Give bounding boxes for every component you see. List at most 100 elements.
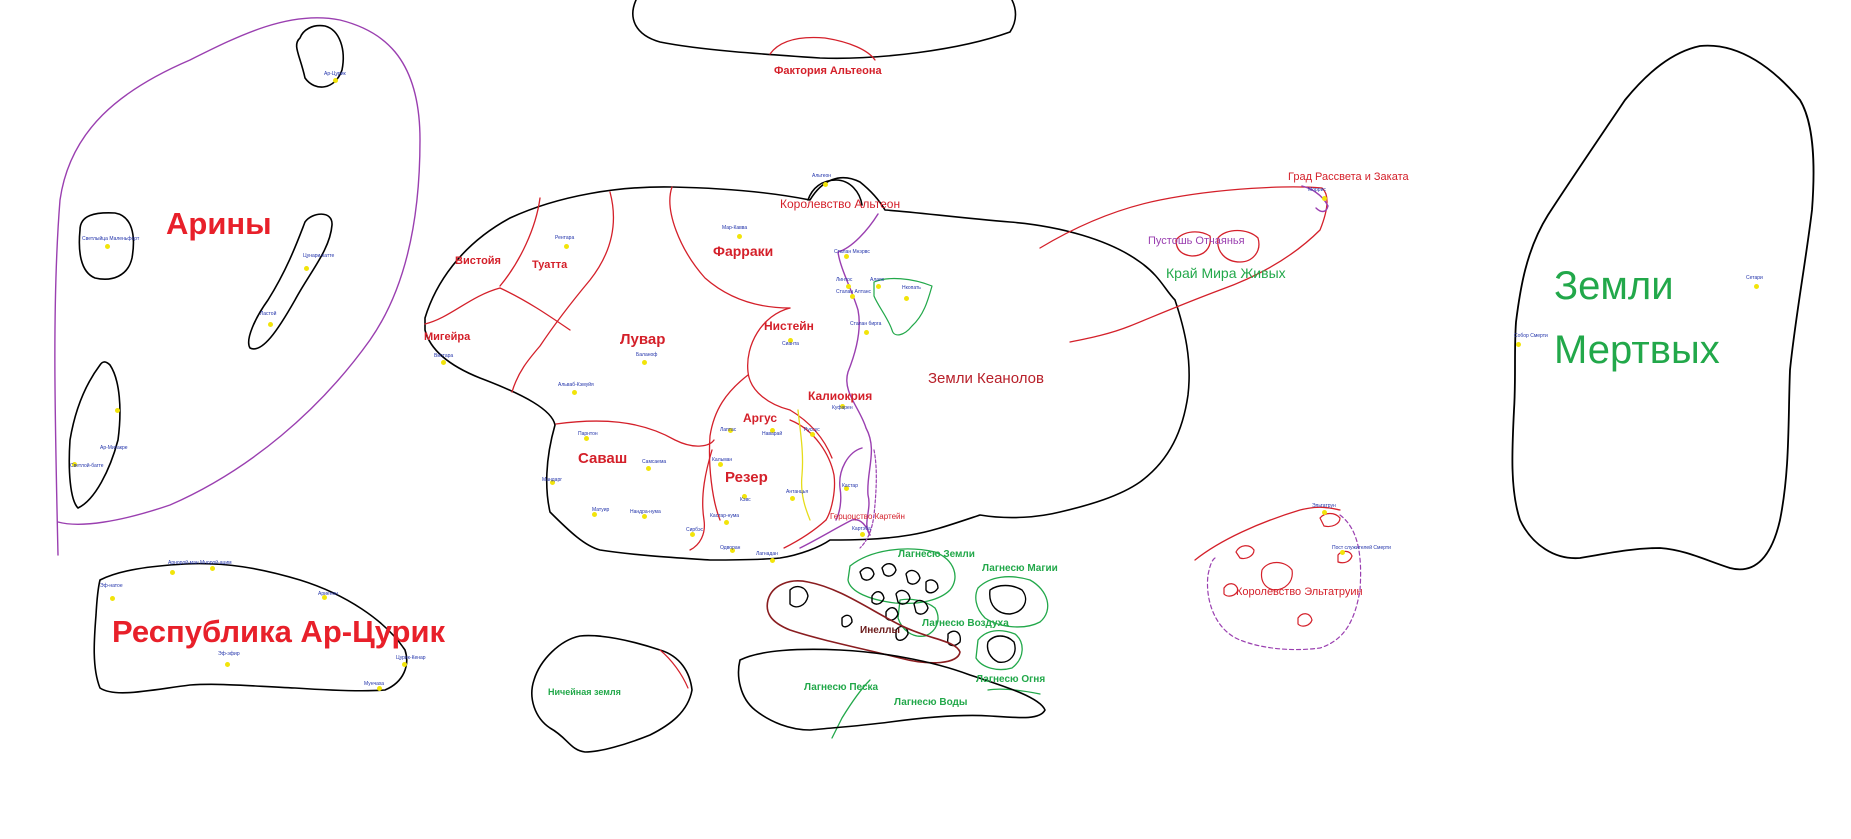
- ariny-island-west: [78, 212, 135, 280]
- label-alteon-kingdom: Королевство Альтеон: [780, 197, 901, 211]
- city-dot: [1516, 342, 1521, 347]
- label-keanoly: Земли Кеанолов: [928, 370, 1044, 387]
- city-dot: [592, 512, 597, 517]
- ariny-island-north: [295, 24, 344, 88]
- city-label: Ар-Митакре: [100, 445, 128, 451]
- inelly-coast: [766, 580, 961, 664]
- city-label: Эф-натое: [100, 583, 123, 589]
- city-dot: [788, 338, 793, 343]
- eltatruin-ring-1: [1235, 545, 1255, 560]
- city-dot: [1754, 284, 1759, 289]
- label-migeyra: Мигейра: [424, 331, 471, 343]
- city-dot: [642, 360, 647, 365]
- city-dot: [268, 322, 273, 327]
- lagnesyu-islet-10: [986, 635, 1016, 663]
- border-argus-kaliokriya: [789, 409, 833, 459]
- city-label: Светлой-багте: [70, 463, 104, 469]
- city-dot: [584, 436, 589, 441]
- city-label: Рентара: [555, 235, 575, 241]
- border-vistoya-migeyra: [424, 287, 501, 325]
- city-label: Кэвс: [740, 497, 751, 503]
- city-dot: [402, 662, 407, 667]
- city-dot: [742, 494, 747, 499]
- city-dot: [333, 78, 338, 83]
- label-ariny: Арины: [166, 206, 272, 241]
- city-label: Антанцья: [786, 489, 809, 495]
- city-dot: [730, 548, 735, 553]
- city-dot: [860, 532, 865, 537]
- city-label: Картэба: [852, 526, 871, 532]
- city-label: Линтос: [836, 277, 853, 283]
- city-label: Сианта: [782, 341, 799, 347]
- label-vistoya: Вистойя: [455, 255, 501, 267]
- city-label: Лагнадан: [756, 551, 778, 557]
- city-label: Цунари-катте: [303, 253, 335, 259]
- label-kaliokriya: Калиокрия: [808, 389, 873, 403]
- city-label: Матуир: [592, 507, 610, 513]
- city-label: Сетари: [1746, 275, 1763, 281]
- city-label: Мунчаха: [364, 681, 385, 687]
- city-dot: [72, 462, 77, 467]
- city-dot: [642, 514, 647, 519]
- city-label: Мнорой-ацим: [200, 560, 232, 566]
- lagnesyu-islet-5: [871, 591, 885, 605]
- city-label: Ар-Цурик: [324, 71, 346, 77]
- purple-frontier: [837, 213, 879, 536]
- city-dot: [850, 294, 855, 299]
- city-label: Ариенон: [318, 591, 338, 597]
- city-label: Лаптас: [720, 427, 737, 433]
- eltatruin-ring-6: [1297, 613, 1313, 627]
- main-continent-coast: [424, 176, 1190, 561]
- city-label: Кальман: [712, 457, 733, 463]
- city-dot: [844, 486, 849, 491]
- city-label: Наварай: [762, 431, 783, 437]
- border-vistoya-tuatta: [499, 197, 541, 287]
- city-label: Руссус: [804, 427, 820, 433]
- city-dot: [718, 462, 723, 467]
- city-dot: [110, 596, 115, 601]
- label-savash: Саваш: [578, 450, 628, 467]
- border-tuatta-luvar: [511, 191, 615, 393]
- eltatruin-ring-2: [1260, 561, 1293, 591]
- city-dot: [210, 566, 215, 571]
- lagnesyu-islet-1: [859, 567, 875, 581]
- lagnesyu-islet-7: [913, 599, 929, 615]
- city-dot: [846, 284, 851, 289]
- city-label: Пост служителей Смерти: [1332, 545, 1391, 551]
- city-label: Алаяс: [870, 277, 885, 283]
- alteon-bump: [807, 179, 863, 206]
- city-dot: [170, 570, 175, 575]
- label-tuatta: Туатта: [532, 259, 568, 271]
- eltatruin-dashed: [1206, 514, 1362, 651]
- lagnesyu-magii-ring: [975, 576, 1049, 628]
- lagnesyu-ognya-ring: [975, 629, 1023, 671]
- label-luvar: Лувар: [620, 331, 666, 348]
- city-dot: [1322, 510, 1327, 515]
- city-label: Моррис: [1308, 187, 1326, 193]
- border-farraki-west: [669, 186, 791, 309]
- city-label: Сирбэс: [686, 527, 704, 533]
- grad-outline: [1301, 185, 1329, 213]
- city-dot: [572, 390, 577, 395]
- label-lagnesyu-vody: Лагнесю Воды: [894, 697, 968, 708]
- pustosh-ring-2: [1217, 229, 1260, 263]
- label-dead-lands-1: Земли: [1554, 264, 1674, 308]
- dead-lands-coast: [1511, 44, 1815, 571]
- city-label: Собор Смерти: [1514, 333, 1548, 339]
- city-label: Нандра-нума: [630, 509, 661, 515]
- inelly-islet-2: [841, 614, 853, 628]
- republic-coast: [93, 562, 408, 694]
- lagnesyu-islet-6: [895, 589, 911, 605]
- city-dot: [770, 428, 775, 433]
- city-dot: [823, 182, 828, 187]
- label-lagnesyu-ognya: Лагнесю Огня: [976, 674, 1046, 685]
- lagnesyu-islet-3: [905, 569, 921, 585]
- city-dot: [105, 244, 110, 249]
- city-dot: [304, 266, 309, 271]
- city-label: Кастар: [842, 483, 858, 489]
- label-alteon-factory: Фактория Альтеона: [774, 65, 882, 77]
- city-dot: [790, 496, 795, 501]
- city-dot: [844, 254, 849, 259]
- city-label: Мандарг: [542, 477, 563, 483]
